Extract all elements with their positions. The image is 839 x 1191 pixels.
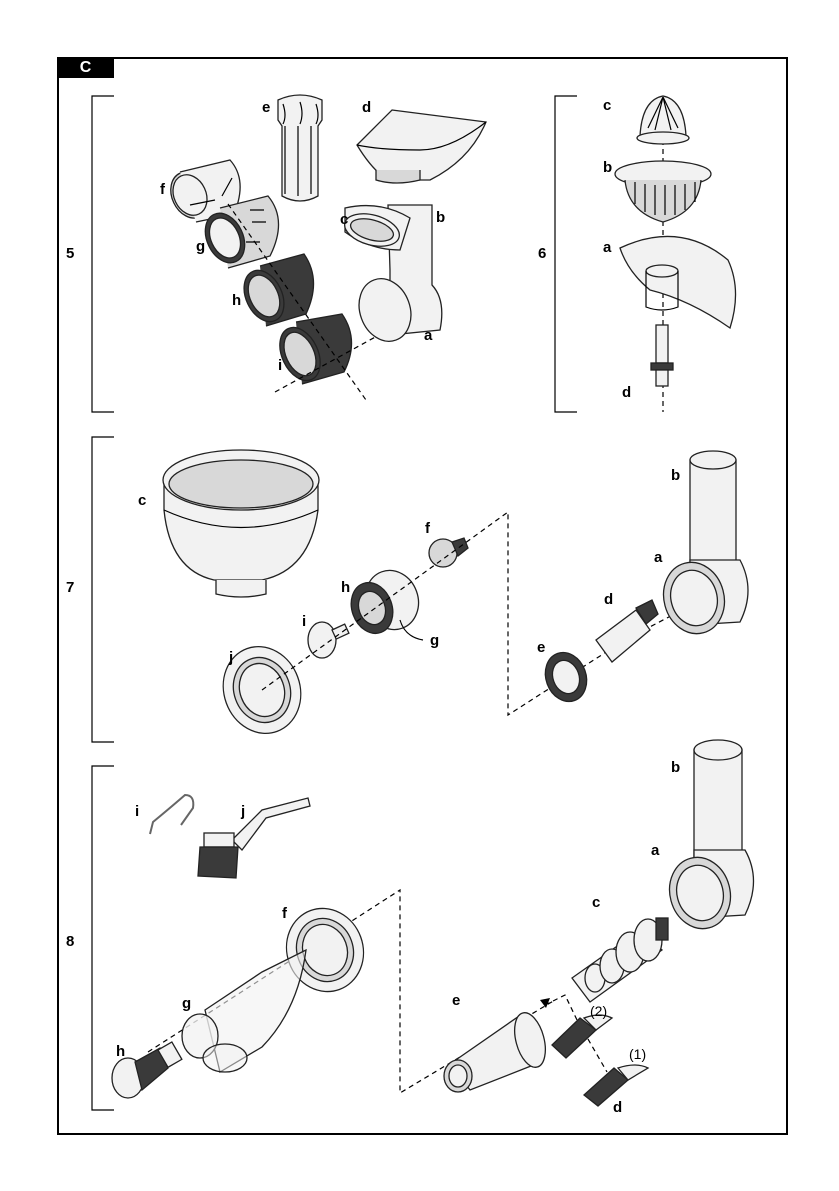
- panel-5: 5 e d f g: [66, 94, 487, 413]
- label-7h: h: [341, 579, 350, 596]
- section-tab: C: [57, 57, 114, 78]
- part-6d-drive-shaft: [650, 324, 674, 387]
- label-8e: e: [452, 992, 460, 1009]
- label-7d: d: [604, 591, 613, 608]
- panel-8: 8 i j f g h: [66, 739, 755, 1116]
- part-7d-screw: [595, 599, 659, 663]
- panel-8-bracket: [91, 765, 114, 1111]
- part-8g-spout: [181, 948, 307, 1074]
- label-8b: b: [671, 759, 680, 776]
- label-5c: c: [340, 211, 348, 228]
- panel-7-bracket: [91, 436, 114, 743]
- label-7a: a: [654, 549, 663, 566]
- label-8i: i: [135, 803, 139, 820]
- part-5h-grating-drum: [243, 253, 315, 327]
- label-6c: c: [603, 97, 611, 114]
- leader-7g: [399, 619, 424, 641]
- label-5f: f: [160, 181, 166, 198]
- part-6a-juice-bowl: [619, 235, 737, 330]
- position-label-2: (2): [590, 1003, 607, 1019]
- label-5h: h: [232, 292, 241, 309]
- panel-6: 6 c b a d: [538, 95, 737, 413]
- label-5e: e: [262, 99, 270, 116]
- part-7c-hopper: [162, 449, 320, 598]
- label-5d: d: [362, 99, 371, 116]
- label-8g: g: [182, 995, 191, 1012]
- part-6b-strainer: [614, 160, 712, 223]
- label-7g: g: [430, 632, 439, 649]
- label-5a: a: [424, 327, 433, 344]
- part-5i-grating-drum: [279, 313, 353, 385]
- label-7i: i: [302, 613, 306, 630]
- part-8c-auger: [571, 917, 669, 1003]
- label-8d: d: [613, 1099, 622, 1116]
- part-8d-insert-position-2: [551, 1014, 614, 1059]
- label-7b: b: [671, 467, 680, 484]
- panel-7-axis-line: [261, 510, 706, 717]
- panel-5-number: 5: [66, 245, 74, 262]
- part-7i-plunger: [307, 621, 350, 659]
- label-8f: f: [282, 905, 288, 922]
- part-8i-hook-tool: [149, 793, 195, 835]
- label-7e: e: [537, 639, 545, 656]
- position-label-1: (1): [629, 1046, 646, 1062]
- part-8d-insert-position-1: [582, 1064, 650, 1107]
- part-5abc-housing: [344, 204, 443, 342]
- label-7j: j: [228, 649, 233, 666]
- label-5g: g: [196, 238, 205, 255]
- label-7c: c: [138, 492, 146, 509]
- panel-7-number: 7: [66, 579, 74, 596]
- part-8h-end-cap: [111, 1041, 183, 1099]
- panel-8-number: 8: [66, 933, 74, 950]
- label-6b: b: [603, 159, 612, 176]
- figure-frame: [57, 57, 788, 1135]
- panel-7: 7 c j i h g: [66, 436, 749, 743]
- insert-arrow-line: [544, 994, 608, 1073]
- part-8j-cleaning-brush: [197, 797, 311, 879]
- label-8c: c: [592, 894, 600, 911]
- label-6a: a: [603, 239, 612, 256]
- panel-6-number: 6: [538, 245, 546, 262]
- part-7gh-cutting-set: [350, 569, 420, 635]
- label-5i: i: [278, 357, 282, 374]
- panel-5-bracket: [91, 95, 114, 413]
- insert-arrow-head-icon: [540, 998, 550, 1008]
- label-5b: b: [436, 209, 445, 226]
- part-5d-tray: [356, 109, 487, 184]
- label-8a: a: [651, 842, 660, 859]
- label-8h: h: [116, 1043, 125, 1060]
- part-6c-reamer-cone: [636, 95, 690, 145]
- part-7f-blade: [428, 537, 469, 568]
- label-8j: j: [240, 803, 245, 820]
- part-8e-strainer-cone: [443, 1012, 546, 1093]
- label-7f: f: [425, 520, 431, 537]
- part-8f-ring-nut: [285, 907, 365, 993]
- part-5e-pusher: [277, 94, 323, 202]
- label-6d: d: [622, 384, 631, 401]
- part-8ab-housing: [668, 739, 755, 930]
- part-7ab-housing: [662, 450, 749, 635]
- panel-6-bracket: [554, 95, 577, 413]
- part-7e-ring: [544, 651, 588, 703]
